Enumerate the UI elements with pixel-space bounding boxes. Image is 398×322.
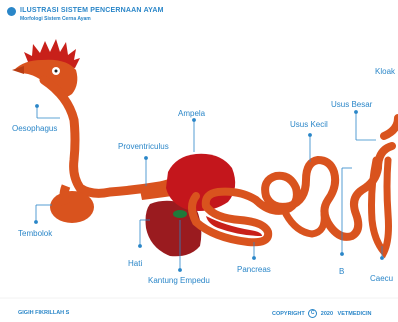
label-oesophagus: Oesophagus xyxy=(12,125,57,133)
footer-copyright: COPYRIGHT C 2020 VETMEDICIN xyxy=(272,309,371,318)
crop xyxy=(50,191,94,223)
oesophagus-tube xyxy=(44,80,182,193)
label-usus-kecil: Usus Kecil xyxy=(290,121,328,129)
copyright-word: COPYRIGHT xyxy=(272,311,305,317)
label-hati: Hati xyxy=(128,260,142,268)
brand-name: VETMEDICIN xyxy=(338,311,372,317)
label-kloaka: Kloak xyxy=(375,68,395,76)
label-b: B xyxy=(339,268,344,276)
copyright-year: 2020 xyxy=(321,311,333,317)
gall-bladder xyxy=(173,210,187,218)
footer-author: GIGIH FIKRILLAH S xyxy=(18,310,69,316)
header-dot-icon xyxy=(7,7,16,16)
label-ampela: Ampela xyxy=(178,110,205,118)
page-title: ILUSTRASI SISTEM PENCERNAAN AYAM xyxy=(20,7,164,14)
gizzard xyxy=(166,154,235,211)
label-tembolok: Tembolok xyxy=(18,230,52,238)
label-usus-besar: Usus Besar xyxy=(331,101,372,109)
small-intestine-loops xyxy=(286,214,324,234)
label-kantung-empedu: Kantung Empedu xyxy=(148,277,210,285)
label-caecum: Caecu xyxy=(370,275,393,283)
page-subtitle: Morfologi Sistem Cerna Ayam xyxy=(20,16,91,22)
large-intestine xyxy=(384,118,398,136)
copyright-icon: C xyxy=(308,309,317,318)
label-proventriculus: Proventriculus xyxy=(118,143,169,151)
label-pancreas: Pancreas xyxy=(237,266,271,274)
